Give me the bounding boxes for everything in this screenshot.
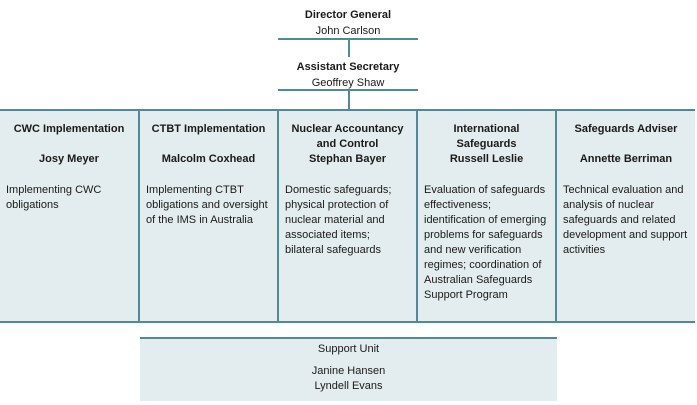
division-ctbt: CTBT Implementation Malcolm Coxhead Impl… — [140, 111, 279, 321]
division-head: Stephan Bayer — [308, 153, 387, 165]
division-international-safeguards: International Safeguards Russell Leslie … — [418, 111, 557, 321]
assistant-secretary-box: Assistant Secretary Geoffrey Shaw — [278, 59, 418, 91]
division-description: Domestic safeguards; physical protection… — [285, 184, 392, 256]
support-title: Support Unit — [317, 343, 380, 355]
director-general-box: Director General John Carlson — [278, 7, 418, 39]
support-member: Lyndell Evans — [314, 380, 383, 392]
divisions-row: CWC Implementation Josy Meyer Implementi… — [0, 109, 695, 323]
division-nuclear-accountancy: Nuclear Accountancy and Control Stephan … — [279, 111, 418, 321]
division-title: International Safeguards — [453, 123, 520, 150]
division-safeguards-adviser: Safeguards Adviser Annette Berriman Tech… — [557, 111, 695, 321]
division-head: Josy Meyer — [39, 153, 99, 165]
support-unit-box: Support Unit Janine Hansen Lyndell Evans — [140, 337, 557, 401]
division-head: Annette Berriman — [579, 153, 673, 165]
division-head: Russell Leslie — [449, 153, 524, 165]
assistant-title: Assistant Secretary — [296, 61, 400, 73]
connector-director-assistant — [348, 39, 350, 57]
division-title: Safeguards Adviser — [574, 123, 678, 135]
division-title: CWC Implementation — [13, 123, 125, 135]
division-description: Implementing CWC obligations — [6, 184, 102, 211]
director-title: Director General — [304, 9, 392, 21]
support-member: Janine Hansen — [311, 365, 386, 377]
division-title: CTBT Implementation — [151, 123, 266, 135]
division-head: Malcolm Coxhead — [161, 153, 256, 165]
division-description: Technical evaluation and analysis of nuc… — [563, 184, 688, 256]
assistant-name: Geoffrey Shaw — [311, 77, 385, 89]
director-name: John Carlson — [315, 25, 381, 37]
division-cwc: CWC Implementation Josy Meyer Implementi… — [0, 111, 140, 321]
division-description: Evaluation of safeguards effectiveness; … — [424, 184, 547, 301]
connector-assistant-divisions — [348, 90, 350, 110]
division-title: Nuclear Accountancy and Control — [291, 123, 404, 150]
division-description: Implementing CTBT obligations and oversi… — [146, 184, 268, 226]
